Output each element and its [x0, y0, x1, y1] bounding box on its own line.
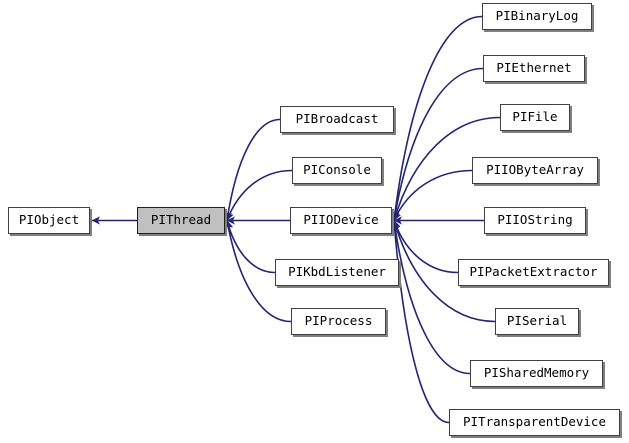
class-node-label: PIThread: [150, 212, 212, 228]
inheritance-edge-pikbdlistener-to-pithread: [225, 220, 276, 274]
class-node-piethernet[interactable]: PIEthernet: [483, 55, 585, 82]
inheritance-edge-piethernet-to-piiodevice: [391, 67, 484, 221]
class-node-piiobytearray[interactable]: PIIOByteArray: [472, 157, 598, 184]
class-node-piiostring[interactable]: PIIOString: [484, 207, 586, 234]
class-node-label: PIPacketExtractor: [469, 264, 598, 280]
class-node-piiodevice[interactable]: PIIODevice: [290, 207, 392, 234]
inheritance-edge-piserial-to-piiodevice: [392, 220, 496, 323]
inheritance-edge-pibroadcast-to-pithread: [224, 118, 281, 221]
class-node-pithread[interactable]: PIThread: [137, 207, 225, 234]
inheritance-edge-piiobytearray-to-piiodevice: [393, 169, 473, 221]
inheritance-edge-pifile-to-piiodevice: [392, 116, 501, 221]
class-node-pifile[interactable]: PIFile: [500, 104, 570, 131]
inheritance-edge-piprocess-to-pithread: [224, 220, 292, 323]
class-node-piprocess[interactable]: PIProcess: [291, 308, 386, 335]
class-node-pipacketextractor[interactable]: PIPacketExtractor: [458, 259, 609, 286]
class-node-pisharedmemory[interactable]: PISharedMemory: [470, 360, 603, 387]
class-node-label: PIIODevice: [303, 212, 379, 228]
class-node-label: PIConsole: [303, 162, 371, 178]
class-node-label: PIFile: [512, 109, 558, 125]
class-node-piconsole[interactable]: PIConsole: [292, 157, 382, 184]
class-node-pibroadcast[interactable]: PIBroadcast: [280, 106, 394, 133]
class-node-label: PIProcess: [304, 313, 373, 329]
class-node-pitransparentdevice[interactable]: PITransparentDevice: [449, 409, 620, 436]
class-node-label: PISharedMemory: [483, 365, 590, 381]
class-node-label: PISerial: [506, 313, 568, 329]
inheritance-edge-pipacketextractor-to-piiodevice: [392, 220, 459, 274]
class-node-pibinarylog[interactable]: PIBinaryLog: [482, 3, 592, 30]
inheritance-edge-pitransparentdevice-to-piiodevice: [390, 220, 450, 424]
class-node-label: PIBinaryLog: [495, 8, 579, 24]
inheritance-edge-pisharedmemory-to-piiodevice: [391, 220, 471, 375]
class-node-label: PIKbdListener: [288, 264, 386, 280]
inheritance-edge-pibinarylog-to-piiodevice: [390, 15, 483, 221]
class-node-label: PIIOByteArray: [486, 162, 584, 178]
class-node-label: PIObject: [18, 212, 80, 228]
class-node-label: PIEthernet: [496, 60, 572, 76]
class-node-pikbdlistener[interactable]: PIKbdListener: [275, 259, 399, 286]
class-node-label: PIIOString: [497, 212, 573, 228]
class-node-piobject[interactable]: PIObject: [8, 207, 90, 234]
class-node-label: PITransparentDevice: [463, 414, 606, 430]
class-node-piserial[interactable]: PISerial: [495, 308, 579, 335]
inheritance-edge-piconsole-to-pithread: [225, 169, 293, 221]
class-node-label: PIBroadcast: [295, 111, 379, 127]
